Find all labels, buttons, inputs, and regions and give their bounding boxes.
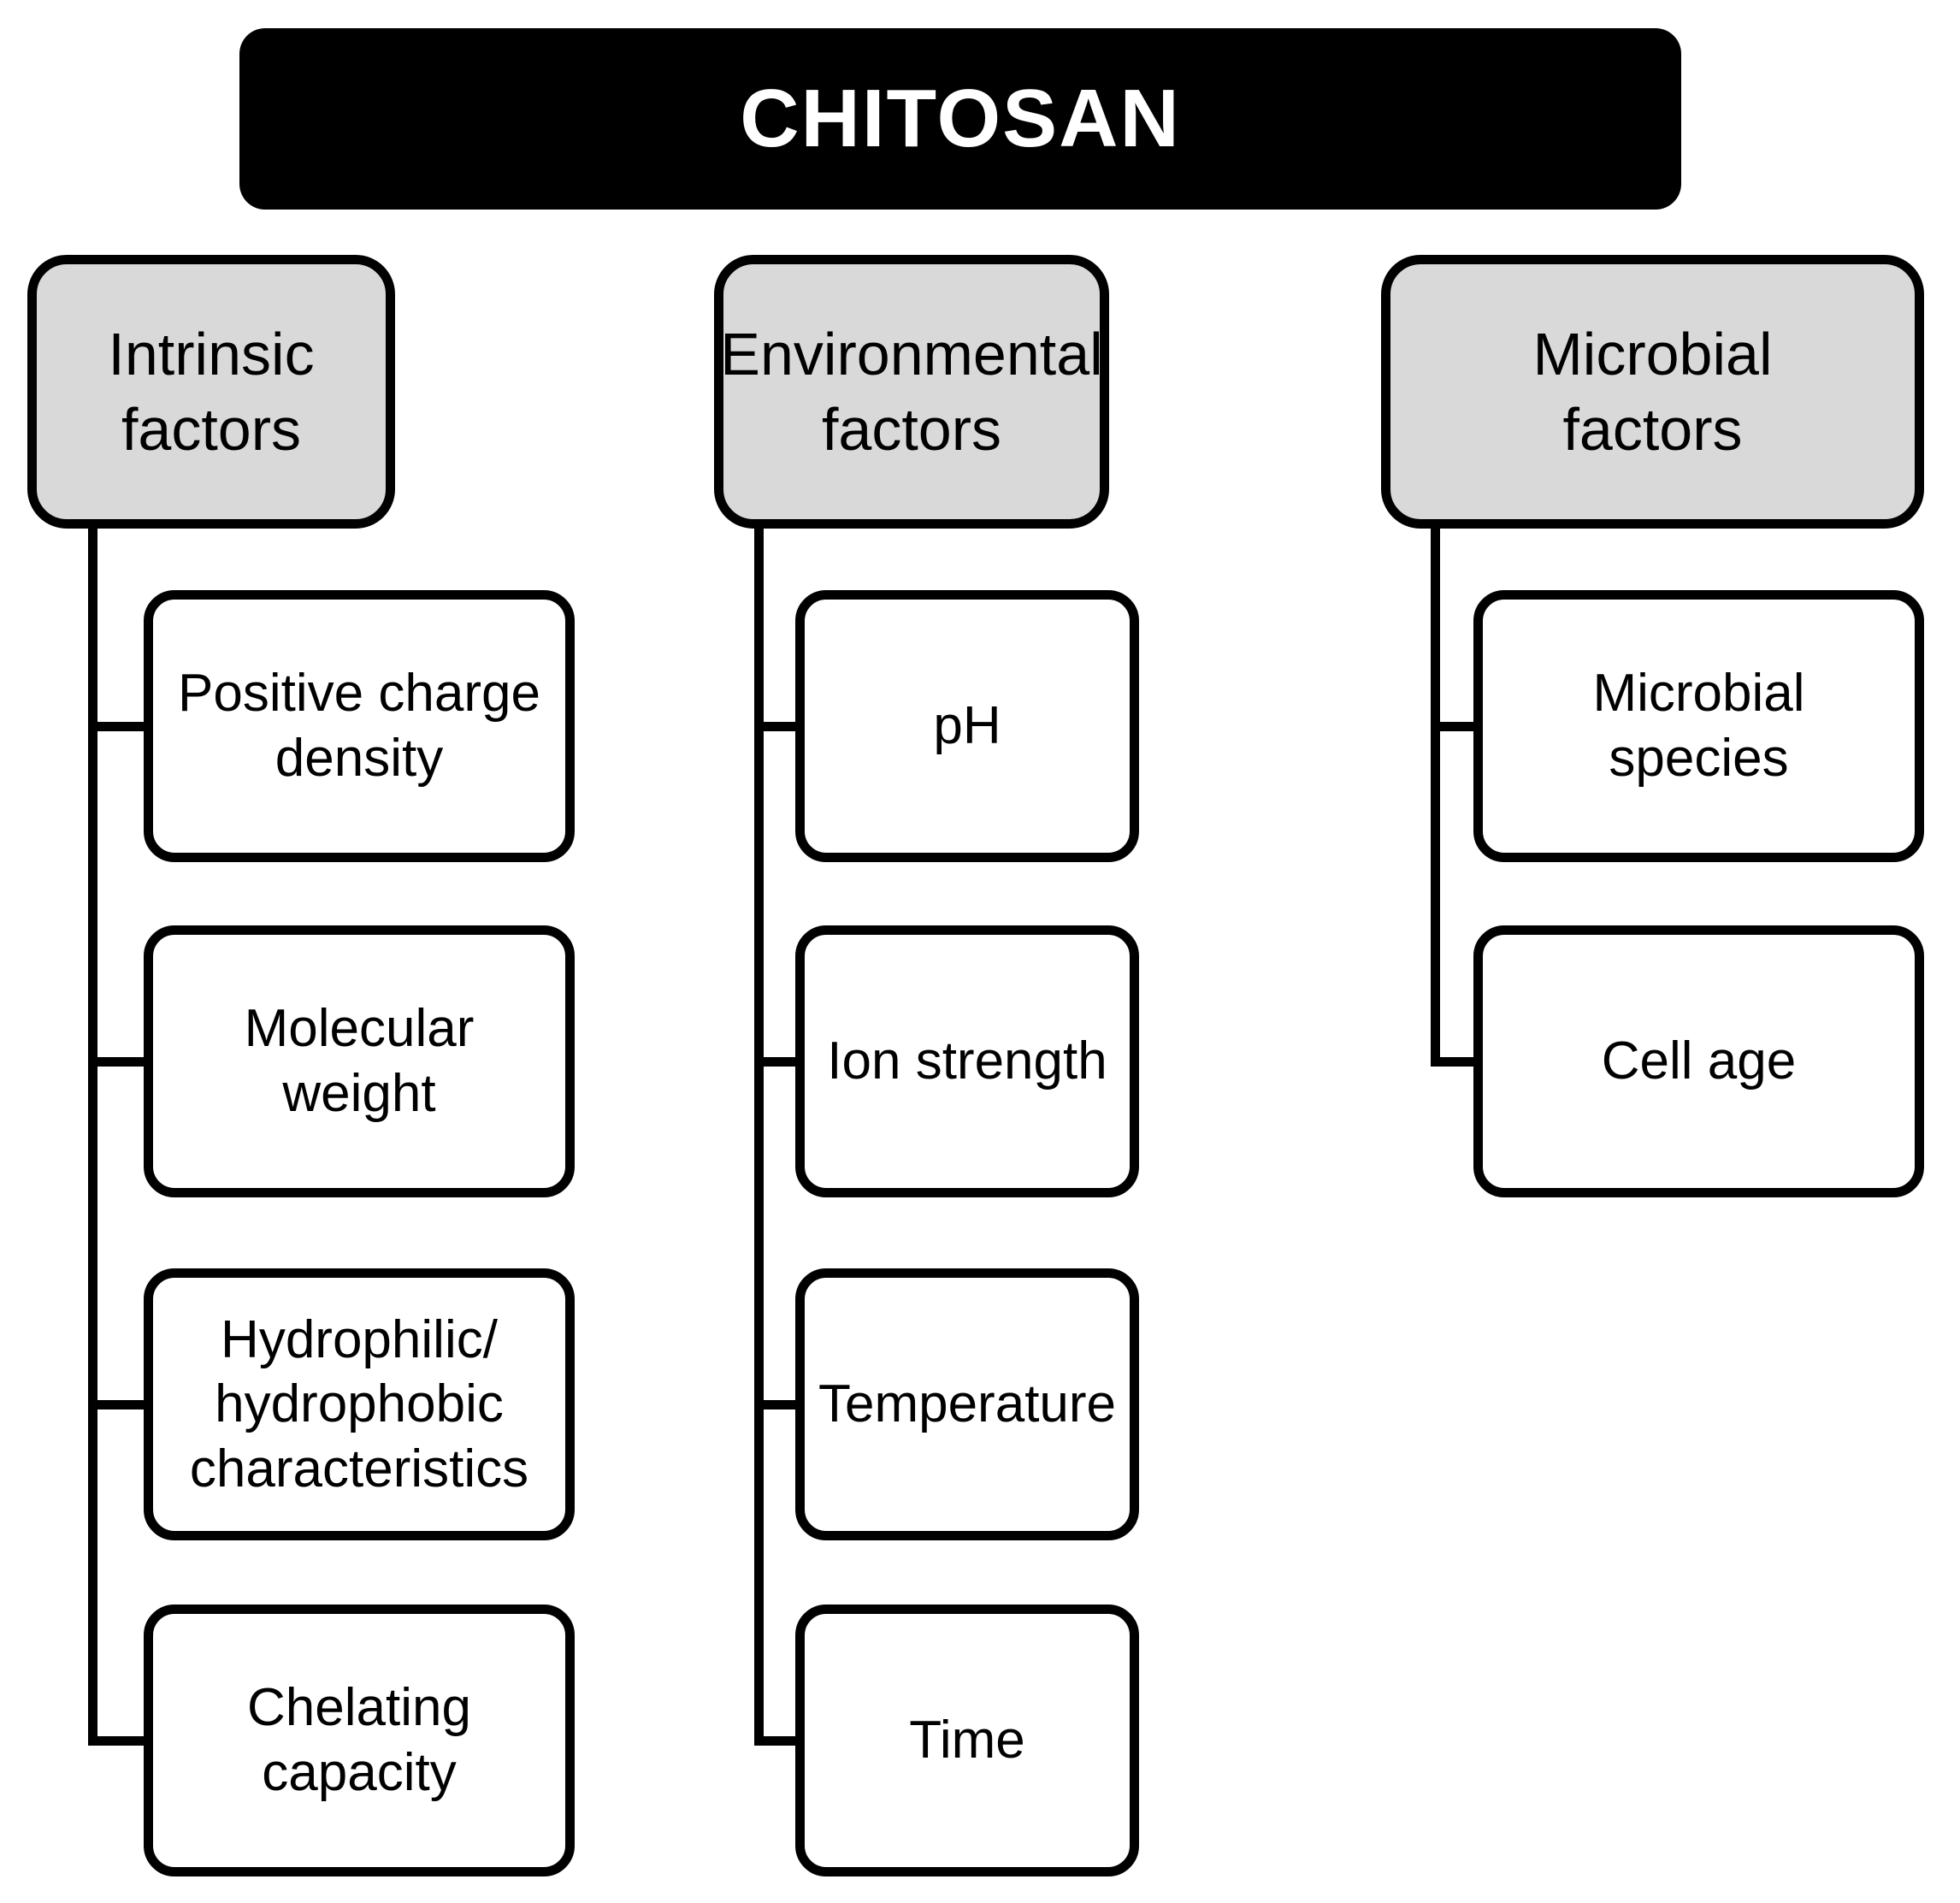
- child-box-molecular-weight: Molecular weight: [144, 925, 575, 1197]
- connector-stub-environmental-2: [754, 1057, 795, 1067]
- positive-charge-density-label: Positive charge density: [178, 664, 540, 788]
- child-box-microbial-species: Microbial species: [1473, 590, 1924, 862]
- child-box-time: Time: [795, 1605, 1139, 1876]
- connector-stub-microbial-2: [1431, 1057, 1473, 1067]
- child-box-cell-age: Cell age: [1473, 925, 1924, 1197]
- ion-strength-label: Ion strength: [827, 1031, 1107, 1091]
- parent-box-environmental-factors: Environmental factors: [714, 255, 1109, 529]
- microbial-factors-label: Microbial factors: [1532, 320, 1773, 463]
- chitosan-title-label: CHITOSAN: [740, 73, 1181, 164]
- connector-stub-environmental-1: [754, 722, 795, 731]
- child-box-positive-charge-density: Positive charge density: [144, 590, 575, 862]
- child-box-chelating-capacity: Chelating capacity: [144, 1605, 575, 1876]
- chitosan-title-box: CHITOSAN: [239, 28, 1681, 210]
- molecular-weight-label: Molecular weight: [244, 999, 475, 1123]
- parent-box-intrinsic-factors: Intrinsic factors: [27, 255, 395, 529]
- connector-spine-environmental: [754, 529, 764, 1746]
- connector-spine-microbial: [1431, 529, 1440, 1067]
- child-box-hydrophilic-hydrophobic: Hydrophilic/ hydrophobic characteristics: [144, 1268, 575, 1540]
- child-box-ph: pH: [795, 590, 1139, 862]
- ph-label: pH: [933, 696, 1001, 756]
- environmental-factors-label: Environmental factors: [720, 320, 1103, 463]
- connector-stub-intrinsic-1: [88, 722, 144, 731]
- connector-stub-intrinsic-2: [88, 1057, 144, 1067]
- child-box-temperature: Temperature: [795, 1268, 1139, 1540]
- connector-stub-environmental-3: [754, 1400, 795, 1410]
- time-label: Time: [909, 1711, 1025, 1770]
- intrinsic-factors-label: Intrinsic factors: [108, 320, 315, 463]
- connector-stub-environmental-4: [754, 1736, 795, 1746]
- parent-box-microbial-factors: Microbial factors: [1381, 255, 1924, 529]
- child-box-ion-strength: Ion strength: [795, 925, 1139, 1197]
- connector-stub-intrinsic-3: [88, 1400, 144, 1410]
- connector-spine-intrinsic: [88, 529, 97, 1746]
- chelating-capacity-label: Chelating capacity: [247, 1678, 471, 1802]
- temperature-label: Temperature: [818, 1374, 1117, 1434]
- microbial-species-label: Microbial species: [1592, 664, 1805, 788]
- connector-stub-microbial-1: [1431, 722, 1473, 731]
- cell-age-label: Cell age: [1601, 1031, 1797, 1091]
- hydrophilic-hydrophobic-label: Hydrophilic/ hydrophobic characteristics: [189, 1309, 529, 1498]
- connector-stub-intrinsic-4: [88, 1736, 144, 1746]
